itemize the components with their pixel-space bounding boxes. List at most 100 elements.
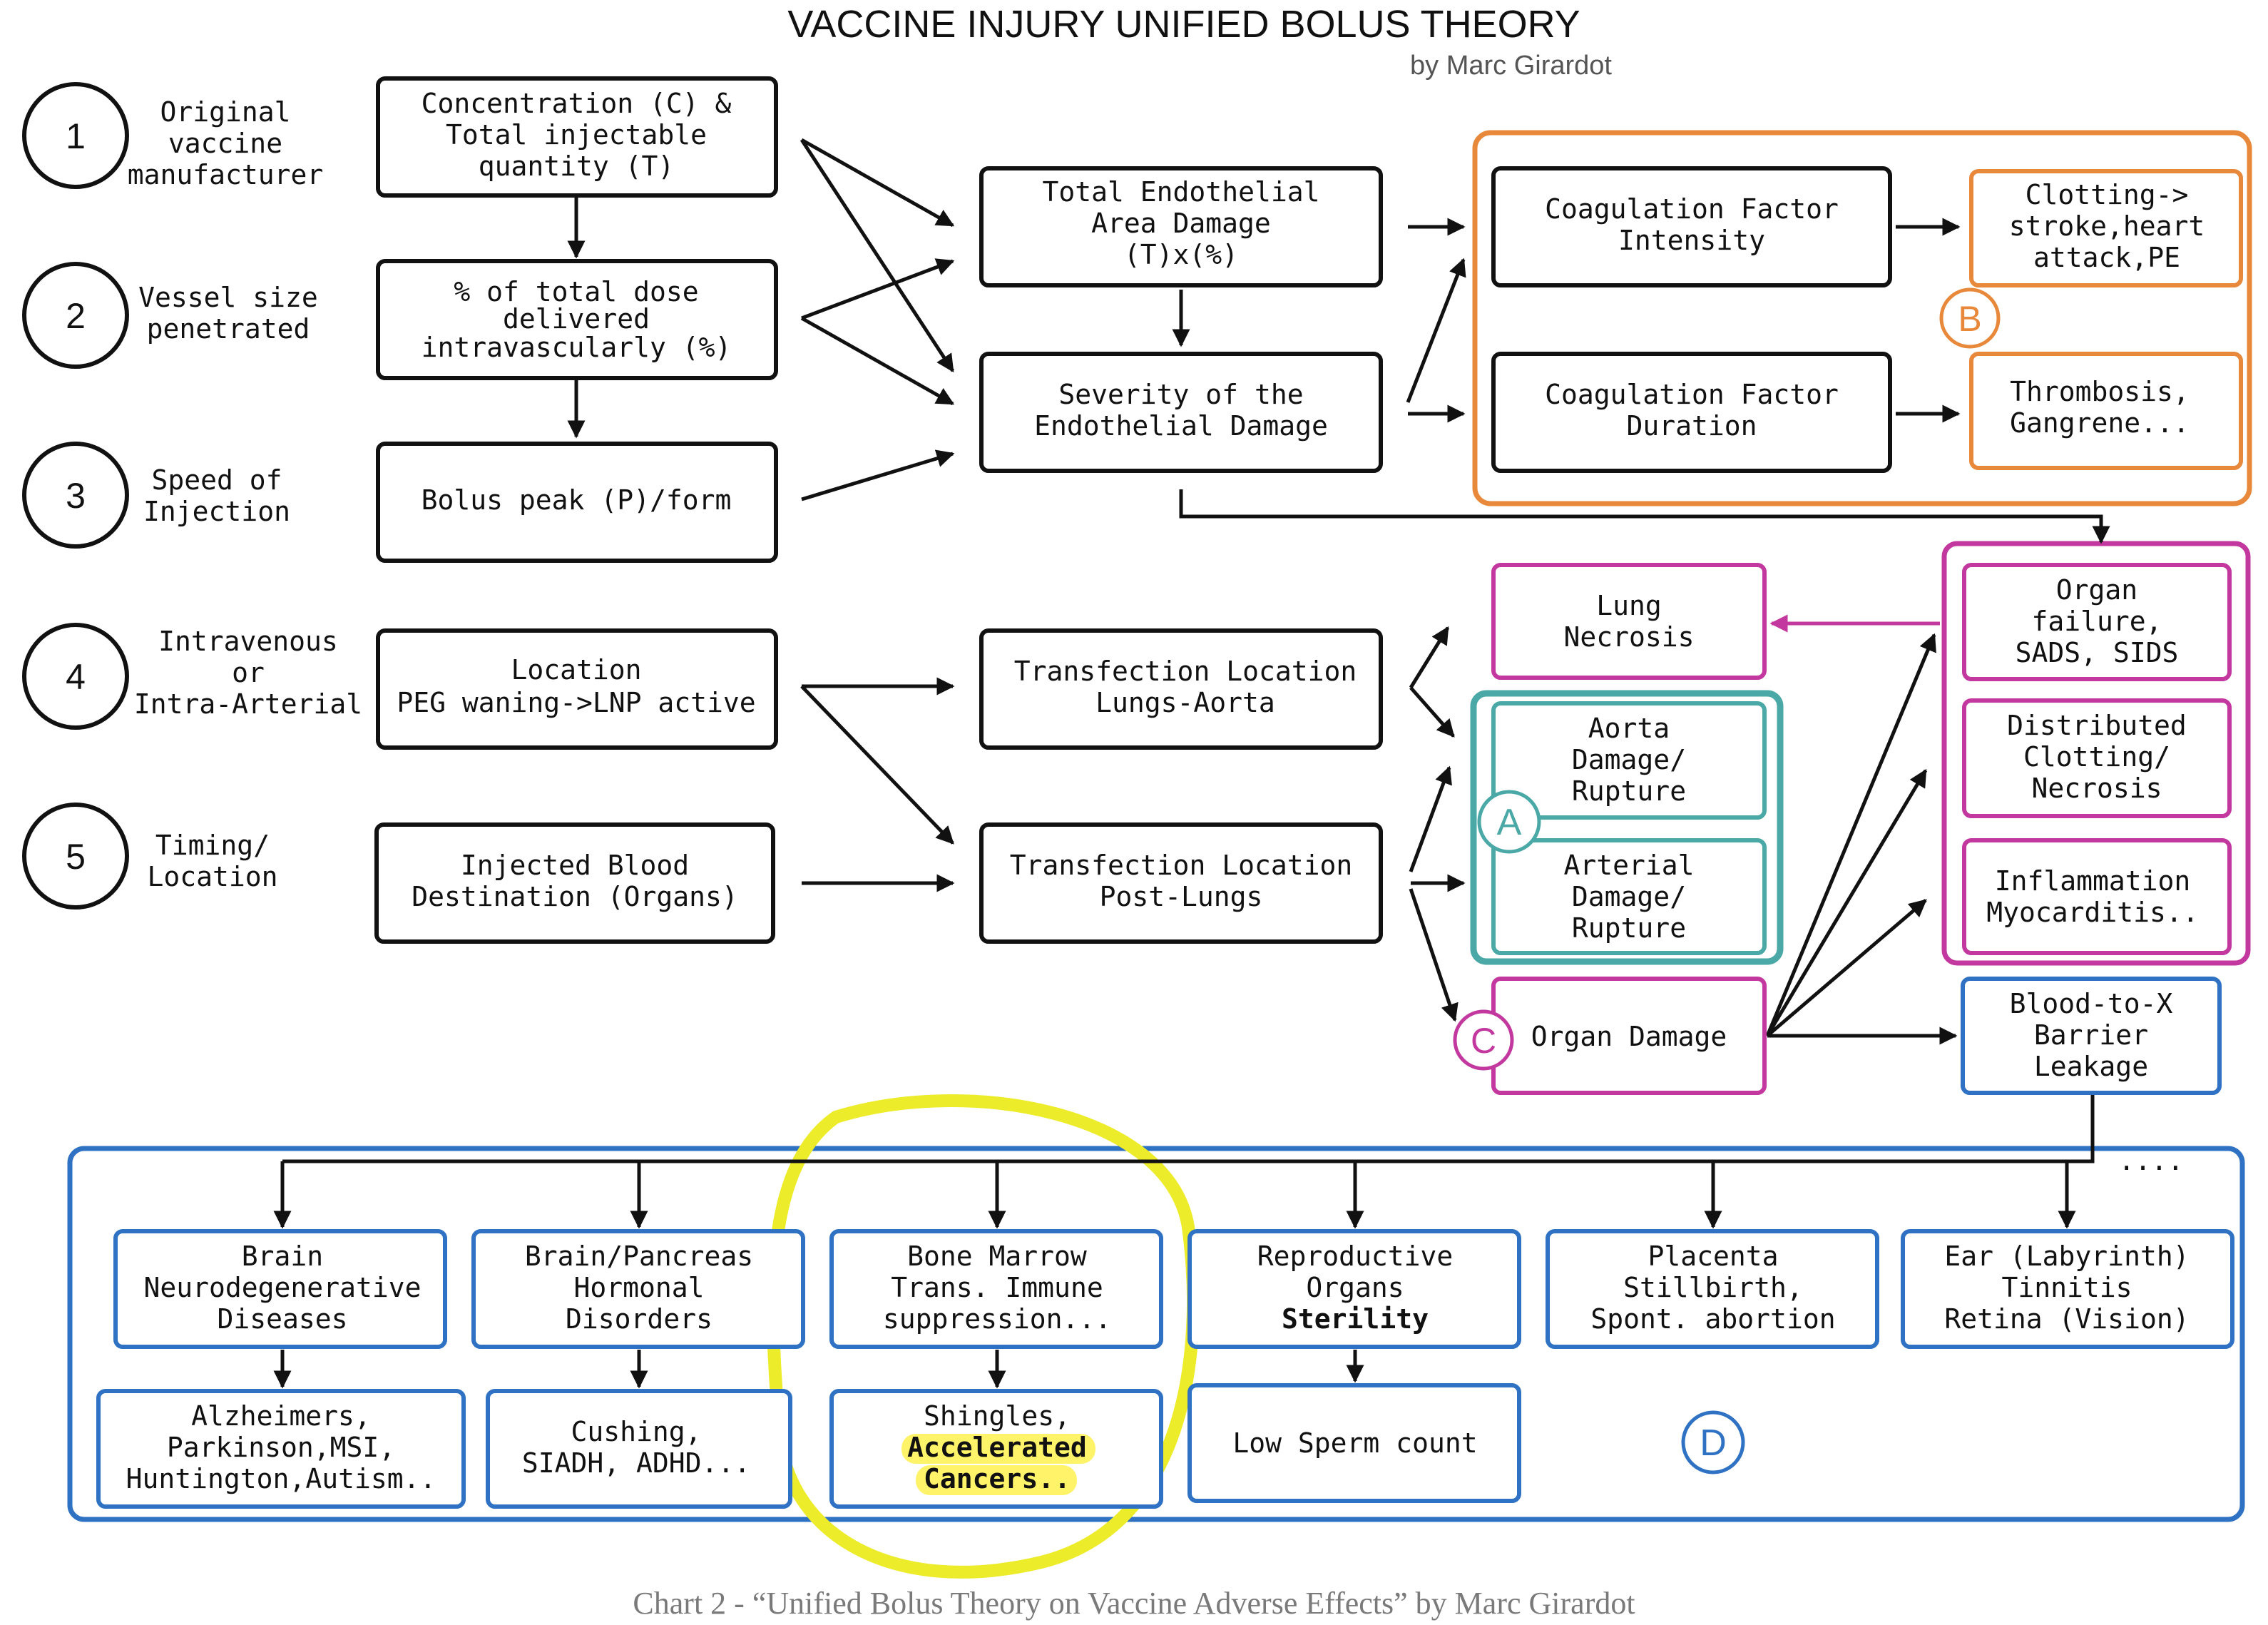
box-line: Low Sperm count	[1232, 1427, 1477, 1459]
box-line: Aorta	[1588, 713, 1670, 744]
factor-4: 4 Intravenous or Intra-Arterial	[22, 623, 362, 730]
factor-label-line: or	[232, 657, 265, 688]
box-line: Shingles,	[924, 1400, 1071, 1432]
box-line: Concentration (C) &	[422, 88, 732, 119]
diagram-author: by Marc Girardot	[1410, 51, 1612, 81]
box-line: Coagulation Factor	[1545, 379, 1839, 410]
box-line: Disorders	[566, 1303, 712, 1335]
box-line: Destination (Organs)	[412, 881, 738, 912]
coag-duration-box: Coagulation Factor Duration	[1491, 352, 1892, 473]
box-line: Arterial	[1563, 850, 1694, 881]
diagram-title: VACCINE INJURY UNIFIED BOLUS THEORY	[787, 3, 1580, 46]
factor-2: 2 Vessel size penetrated	[22, 262, 318, 369]
factor-5: 5 Timing/ Location	[22, 803, 278, 910]
factor-label-line: Intra-Arterial	[134, 688, 362, 720]
total-endothelial-box: Total Endothelial Area Damage (T)x(%)	[979, 166, 1383, 287]
factor-label-line: penetrated	[147, 313, 310, 345]
box-line: Parkinson,MSI,	[167, 1432, 395, 1463]
box-line: Gangrene...	[2010, 407, 2190, 439]
box-line: Thrombosis,	[2010, 376, 2190, 407]
box-line: quantity (T)	[479, 151, 675, 182]
box-line: Barrier	[2034, 1019, 2148, 1051]
box-line: Injected Blood	[461, 850, 689, 881]
placenta-box: Placenta Stillbirth, Spont. abortion	[1546, 1229, 1879, 1349]
box-line: Organs	[1306, 1272, 1404, 1303]
connectors	[273, 138, 2110, 1389]
factor-label-line: Vessel size	[138, 282, 318, 313]
box-line: Location	[511, 654, 641, 686]
factor-number: 1	[66, 116, 86, 156]
aorta-box: Aorta Damage/ Rupture	[1491, 701, 1767, 820]
group-b-container	[1472, 130, 2252, 506]
factor-3: 3 Speed of Injection	[22, 442, 290, 549]
highlight-accelerated	[901, 1434, 1095, 1464]
pct-dose-box: % of total dose delivered intravascularl…	[376, 259, 778, 380]
concentration-box: Concentration (C) & Total injectable qua…	[376, 76, 778, 198]
box-line: Duration	[1626, 410, 1757, 442]
highlight-cancers	[916, 1465, 1077, 1495]
box-line: Area Damage	[1091, 208, 1271, 239]
marker-a-label: A	[1497, 802, 1522, 843]
box-line: Bone Marrow	[907, 1241, 1087, 1272]
box-line: Hormonal	[573, 1272, 704, 1303]
distributed-box: Distributed Clotting/ Necrosis	[1962, 698, 2232, 818]
box-line: Cushing,	[571, 1416, 701, 1447]
box-line: Stillbirth,	[1623, 1272, 1803, 1303]
box-line: Bolus peak (P)/form	[422, 484, 732, 516]
factor-label-line: manufacturer	[128, 159, 324, 190]
box-line: Damage/	[1572, 881, 1686, 912]
organ-failure-box: Organ failure, SADS, SIDS	[1962, 563, 2232, 681]
box-line: Myocarditis..	[1986, 897, 2198, 928]
injected-blood-box: Injected Blood Destination (Organs)	[374, 822, 775, 944]
thrombosis-box: Thrombosis, Gangrene...	[1969, 352, 2243, 470]
box-line: (T)x(%)	[1124, 239, 1238, 270]
factor-column: 1 Original vaccine manufacturer 2 Vessel…	[22, 82, 362, 910]
factor-label-line: Intravenous	[158, 626, 338, 657]
box-line: Severity of the	[1058, 379, 1303, 410]
box-line: Neurodegenerative	[144, 1272, 422, 1303]
factor-number: 3	[66, 476, 86, 516]
box-line: SIADH, ADHD...	[522, 1447, 750, 1479]
inflammation-box: Inflammation Myocarditis..	[1962, 838, 2232, 955]
coag-intensity-box: Coagulation Factor Intensity	[1491, 166, 1892, 287]
factor-label-line: Injection	[143, 496, 290, 527]
arterial-box: Arterial Damage/ Rupture	[1491, 838, 1767, 955]
severity-box: Severity of the Endothelial Damage	[979, 352, 1383, 473]
marker-a: A	[1477, 790, 1541, 854]
box-line: intravascularly (%)	[422, 332, 732, 363]
box-line: Placenta	[1648, 1241, 1778, 1272]
box-line: Distributed	[2007, 710, 2187, 741]
box-line: Organ Damage	[1531, 1021, 1727, 1052]
factor-1: 1 Original vaccine manufacturer	[22, 82, 324, 190]
box-line: Post-Lungs	[1100, 881, 1263, 912]
box-line: Total Endothelial	[1043, 176, 1320, 208]
box-line: Rupture	[1572, 912, 1686, 944]
box-line: % of total dose	[454, 276, 698, 307]
alzheimers-box: Alzheimers, Parkinson,MSI, Huntington,Au…	[96, 1389, 466, 1509]
brain-box: Brain Neurodegenerative Diseases	[113, 1229, 447, 1349]
box-line: failure,	[2031, 606, 2162, 637]
marker-b: B	[1939, 287, 2001, 349]
box-line: Trans. Immune	[891, 1272, 1103, 1303]
location-box: Location PEG waning->LNP active	[376, 628, 778, 750]
reproductive-box: Reproductive Organs Sterility	[1187, 1229, 1521, 1349]
bolus-peak-box: Bolus peak (P)/form	[376, 442, 778, 563]
marker-d-label: D	[1700, 1422, 1727, 1464]
figure-caption: Chart 2 - “Unified Bolus Theory on Vacci…	[633, 1586, 1635, 1621]
box-line: Necrosis	[1563, 621, 1694, 653]
box-line: Transfection Location	[1014, 656, 1357, 687]
box-line: delivered	[503, 303, 650, 335]
box-line: Spont. abortion	[1590, 1303, 1835, 1335]
box-line: Rupture	[1572, 775, 1686, 807]
box-line: Reproductive	[1257, 1241, 1454, 1272]
factor-label-line: Original	[160, 96, 290, 128]
box-line: PEG waning->LNP active	[397, 687, 755, 718]
box-line: Total injectable	[446, 119, 707, 151]
box-line: Clotting/	[2023, 741, 2170, 773]
box-line: Blood-to-X	[2010, 988, 2173, 1019]
brain-pancreas-box: Brain/Pancreas Hormonal Disorders	[471, 1229, 805, 1349]
box-line: Transfection Location	[1010, 850, 1352, 881]
box-line: Alzheimers,	[191, 1400, 371, 1432]
box-line: Endothelial Damage	[1034, 410, 1328, 442]
more-ellipsis: ....	[2118, 1145, 2184, 1176]
